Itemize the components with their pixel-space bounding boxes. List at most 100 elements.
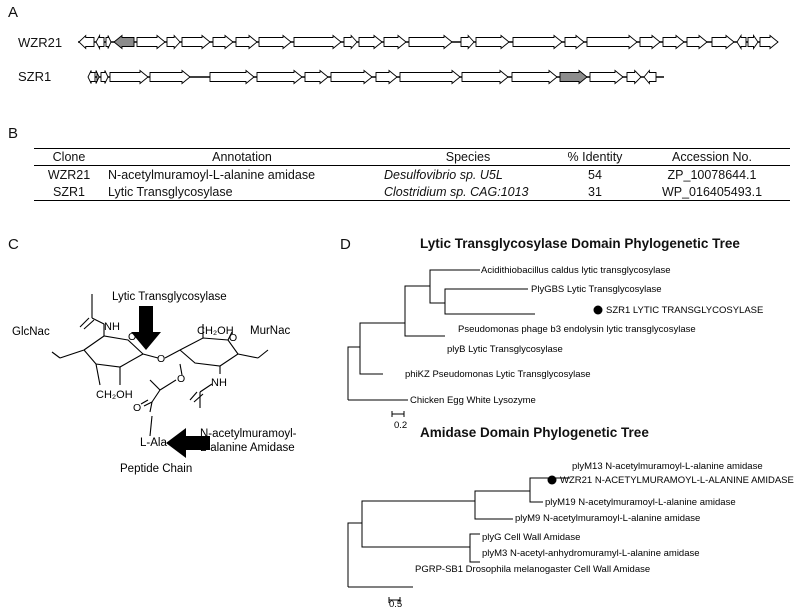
gene-arrow: [304, 69, 329, 85]
gene-arrow: [383, 34, 407, 50]
gene-arrow: [626, 69, 642, 85]
gene-arrow: [95, 70, 100, 84]
tree1-leaf-szr1: SZR1 LYTIC TRANSGLYCOSYLASE: [606, 305, 763, 316]
gene-track-szr1: [87, 69, 664, 85]
o-carbonyl-label: O: [133, 402, 141, 414]
gene-arrow: [100, 70, 109, 84]
phylogenetic-trees: Acidithiobacillus caldus lytic transglyc…: [347, 265, 794, 610]
gene-arrow-highlighted: [113, 34, 135, 50]
gene-arrow-highlighted: [559, 69, 588, 85]
wzr21-marker: [547, 475, 557, 485]
gene-arrow: [711, 34, 735, 50]
gene-arrow: [109, 69, 149, 85]
gene-arrow: [586, 34, 638, 50]
gene-arrow: [209, 69, 255, 85]
ch2oh-bottom-label: CH₂OH: [96, 389, 133, 401]
annotation-table: Clone Annotation Species % Identity Acce…: [34, 148, 790, 201]
lytic-cleavage-arrow: [131, 306, 161, 350]
gene-track-wzr21: [78, 33, 779, 51]
table-header-row: Clone Annotation Species % Identity Acce…: [34, 148, 790, 166]
panel-d-letter: D: [340, 236, 351, 253]
gene-arrow: [358, 34, 383, 50]
cell-accession: WP_016405493.1: [634, 183, 790, 201]
gene-arrow: [747, 34, 759, 50]
panel-c-letter: C: [8, 236, 19, 253]
gene-arrow: [166, 34, 181, 50]
tree2-branches: [347, 522, 362, 587]
gene-arrow: [564, 34, 585, 50]
glcnac-label: GlcNac: [12, 326, 50, 338]
gene-arrow: [408, 34, 453, 50]
o-ring-right-label: O: [229, 332, 237, 344]
gene-arrow: [460, 34, 475, 50]
gene-maps: [78, 33, 779, 85]
cell-annotation: Lytic Transglycosylase: [104, 183, 380, 201]
tree1-leaf: Chicken Egg White Lysozyme: [410, 395, 536, 406]
gene-arrow: [662, 34, 685, 50]
tree1-leaf: phiKZ Pseudomonas Lytic Transglycosylase: [405, 369, 591, 380]
gene-arrow: [258, 34, 292, 50]
lytic-tree-title: Lytic Transglycosylase Domain Phylogenet…: [420, 236, 740, 251]
gene-arrow: [78, 34, 95, 50]
header-identity: % Identity: [556, 148, 634, 166]
gene-arrow: [181, 34, 211, 50]
clone-label-wzr21: WZR21: [18, 35, 63, 50]
tree2-leaf: plyM3 N-acetyl-anhydromuramyl-L-alanine …: [482, 548, 700, 559]
gene-arrow: [736, 33, 747, 51]
gene-arrow: [149, 69, 191, 85]
gene-arrow: [375, 69, 398, 85]
l-ala-label: L-Ala: [140, 437, 167, 449]
gene-arrow: [461, 69, 509, 85]
tree1-leaf: plyB Lytic Transglycosylase: [447, 344, 563, 355]
amidase-tree-title: Amidase Domain Phylogenetic Tree: [420, 425, 649, 440]
tree1-leaf: PlyGBS Lytic Transglycosylase: [531, 284, 662, 295]
gene-arrow: [399, 69, 461, 85]
table-row: SZR1 Lytic Transglycosylase Clostridium …: [34, 183, 790, 201]
gene-arrow: [759, 34, 779, 50]
gene-arrow: [105, 35, 112, 49]
header-annotation: Annotation: [104, 148, 380, 166]
header-species: Species: [380, 148, 556, 166]
gene-arrow: [87, 70, 96, 84]
cell-identity: 54: [588, 167, 602, 182]
cell-annotation: N-acetylmuramoyl-L-alanine amidase: [108, 167, 316, 182]
tree2-leaf-wzr21: WZR21 N-ACETYLMURAMOYL-L-ALANINE AMIDASE: [560, 475, 794, 486]
header-clone: Clone: [34, 148, 104, 166]
amidase-label-line2: L-alanine Amidase: [200, 442, 295, 454]
gene-arrow: [686, 34, 708, 50]
gene-arrow: [643, 69, 657, 85]
nh-right-label: NH: [211, 377, 227, 389]
lytic-transglycosylase-label: Lytic Transglycosylase: [112, 291, 227, 303]
cell-clone: WZR21: [47, 167, 91, 182]
tree2-leaf: plyG Cell Wall Amidase: [482, 532, 580, 543]
peptide-chain-label: Peptide Chain: [120, 463, 192, 475]
ch2oh-top-label: CH₂OH: [197, 325, 234, 337]
tree1-leaf: Acidithiobacillus caldus lytic transglyc…: [481, 265, 671, 276]
header-accession: Accession No.: [634, 148, 790, 166]
tree2-leaf: plyM13 N-acetylmuramoyl-L-alanine amidas…: [572, 461, 763, 472]
gene-arrow: [95, 33, 105, 51]
tree1-branches: [347, 346, 360, 400]
gene-arrow: [293, 34, 342, 50]
peptidoglycan-structure: Lytic Transglycosylase GlcNac MurNac NH …: [12, 291, 297, 475]
amidase-cleavage-arrow: [166, 428, 210, 458]
tree1-leaf: Pseudomonas phage b3 endolysin lytic tra…: [458, 324, 696, 335]
o-lactyl-label: O: [177, 373, 185, 385]
panel-b-letter: B: [8, 125, 19, 142]
cell-identity: 31: [556, 183, 634, 201]
gene-arrow: [639, 34, 661, 50]
nh-left-label: NH: [104, 321, 120, 333]
gene-arrow: [511, 69, 558, 85]
clone-label-szr1: SZR1: [18, 69, 52, 84]
cell-accession: ZP_10078644.1: [667, 167, 757, 182]
gene-arrow: [589, 69, 624, 85]
gene-arrow: [330, 69, 373, 85]
gene-arrow: [235, 34, 258, 50]
gene-arrow: [136, 34, 166, 50]
murnac-label: MurNac: [250, 325, 291, 337]
tree2-leaf: plyM19 N-acetylmuramoyl-L-alanine amidas…: [545, 497, 736, 508]
tree1-scale-label: 0.2: [394, 420, 407, 431]
tree2-leaf: plyM9 N-acetylmuramoyl-L-alanine amidase: [515, 513, 700, 524]
table-row: WZR21 N-acetylmuramoyl-L-alanine amidase…: [34, 166, 790, 184]
panel-a-letter: A: [8, 4, 19, 21]
